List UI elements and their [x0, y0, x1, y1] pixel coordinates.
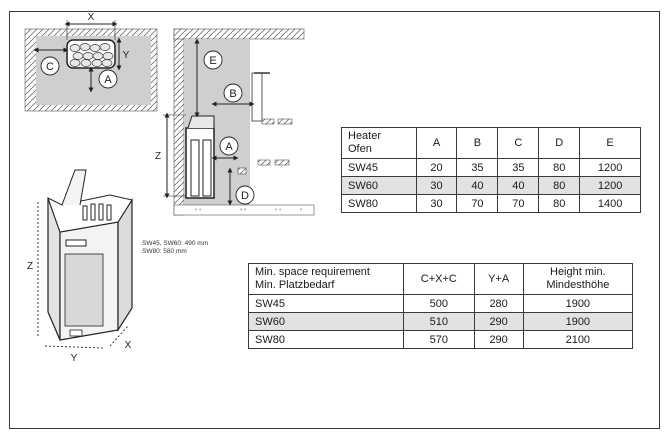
table-cell: 35: [497, 158, 540, 177]
side-view-ceiling: [173, 28, 305, 40]
heater-col-model-de: Ofen: [348, 143, 372, 155]
table-cell: 1900: [522, 294, 634, 313]
table-cell: 40: [456, 176, 499, 195]
table-row: SW45 20 35 35 80 1200: [341, 158, 641, 177]
table-cell: 1200: [579, 158, 641, 177]
model-height-note: SW45, SW60: 490 mm SW80: 580 mm: [142, 240, 208, 256]
table-cell: 80: [538, 176, 581, 195]
table-row: SW80 30 70 70 80 1400: [341, 194, 641, 213]
table-cell: 290: [473, 330, 524, 349]
space-col-height-en: Height min.: [550, 266, 606, 278]
top-view: X Y C A: [24, 12, 158, 112]
side-view-floor: [173, 204, 315, 216]
table-cell: 20: [415, 158, 458, 177]
space-col-requirement: Min. space requirement Min. Platzbedarf: [248, 263, 404, 295]
side-e-label: E: [209, 55, 216, 67]
iso-y-label: Y: [71, 353, 78, 364]
side-view: ° ° ° ° ° ° ° E B A D Z: [155, 28, 315, 216]
table-cell: 2100: [522, 330, 634, 349]
side-d-label: D: [241, 190, 249, 202]
table-row: SW60 510 290 1900: [248, 312, 634, 331]
table-cell: 290: [473, 312, 524, 331]
top-view-stones: [69, 43, 114, 67]
heater-model-cell: SW80: [341, 194, 417, 213]
top-a-label: A: [104, 74, 112, 86]
heater-clearance-table: Heater Ofen A B C D E SW45 20 35 35 80 1…: [341, 127, 641, 213]
space-col-depth: Y+A: [473, 263, 524, 295]
heater-col-d: D: [538, 127, 581, 159]
space-col-requirement-en: Min. space requirement: [255, 266, 370, 278]
iso-x-dimension: [109, 325, 129, 347]
heater-col-a: A: [415, 127, 458, 159]
svg-text:°: °: [300, 209, 303, 215]
svg-text:° °: ° °: [195, 209, 202, 215]
iso-y-dimension: [44, 345, 104, 349]
table-cell: 1200: [579, 176, 641, 195]
table-cell: 500: [403, 294, 475, 313]
table-row: SW80 570 290 2100: [248, 330, 634, 349]
space-requirement-table: Min. space requirement Min. Platzbedarf …: [248, 263, 634, 349]
heater-model-cell: SW45: [341, 158, 417, 177]
heater-col-b: B: [456, 127, 499, 159]
space-model-cell: SW60: [248, 312, 404, 331]
space-table-header: Min. space requirement Min. Platzbedarf …: [248, 263, 634, 295]
svg-text:° °: ° °: [275, 209, 282, 215]
table-cell: 1400: [579, 194, 641, 213]
heater-table-header: Heater Ofen A B C D E: [341, 127, 641, 159]
isometric-heater: Z Y X: [27, 169, 133, 364]
table-cell: 30: [415, 194, 458, 213]
note-line-2: SW80: 580 mm: [142, 248, 187, 255]
iso-x-label: X: [125, 340, 132, 351]
space-model-cell: SW80: [248, 330, 404, 349]
table-cell: 80: [538, 194, 581, 213]
space-col-height-de: Mindesthöhe: [546, 279, 610, 291]
space-col-requirement-de: Min. Platzbedarf: [255, 279, 335, 291]
top-y-label: Y: [123, 50, 130, 61]
table-cell: 1900: [522, 312, 634, 331]
top-c-label: C: [46, 61, 54, 73]
table-cell: 70: [456, 194, 499, 213]
iso-z-label: Z: [27, 261, 33, 272]
table-cell: 80: [538, 158, 581, 177]
heater-col-c: C: [497, 127, 540, 159]
table-cell: 280: [473, 294, 524, 313]
table-cell: 70: [497, 194, 540, 213]
side-a-label: A: [225, 141, 233, 153]
space-col-width: C+X+C: [403, 263, 475, 295]
figure-frame: [9, 11, 660, 429]
side-b-label: B: [229, 88, 236, 100]
table-cell: 35: [456, 158, 499, 177]
side-view-bench-upper: [251, 72, 263, 122]
space-col-height: Height min. Mindesthöhe: [522, 263, 634, 295]
top-x-label: X: [88, 12, 95, 23]
table-cell: 40: [497, 176, 540, 195]
svg-text:° °: ° °: [240, 209, 247, 215]
side-z-label: Z: [155, 151, 161, 162]
table-cell: 30: [415, 176, 458, 195]
side-view-wall: [173, 28, 185, 216]
heater-col-e: E: [579, 127, 641, 159]
space-model-cell: SW45: [248, 294, 404, 313]
note-line-1: SW45, SW60: 490 mm: [142, 240, 209, 247]
heater-model-cell: SW60: [341, 176, 417, 195]
table-cell: 570: [403, 330, 475, 349]
table-row: SW60 30 40 40 80 1200: [341, 176, 641, 195]
heater-col-model-en: Heater: [348, 130, 382, 142]
heater-col-model: Heater Ofen: [341, 127, 417, 159]
table-row: SW45 500 280 1900: [248, 294, 634, 313]
table-cell: 510: [403, 312, 475, 331]
